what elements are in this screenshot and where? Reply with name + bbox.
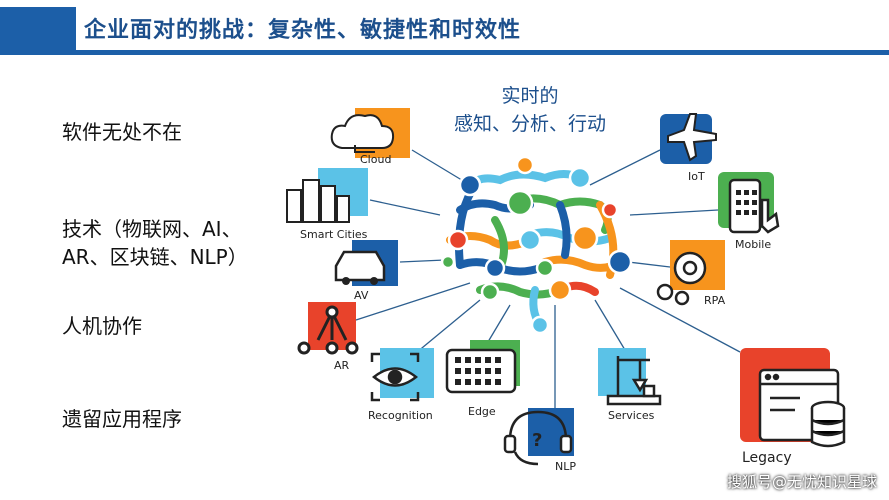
watermark: 搜狐号@无忧知识星球	[726, 473, 877, 491]
left-item-software: 软件无处不在	[62, 118, 182, 146]
caption-line: 实时的	[501, 85, 559, 107]
icon-label: Smart Cities	[300, 228, 368, 241]
icon-label: Mobile	[735, 238, 771, 251]
car-icon	[334, 250, 386, 282]
recognition-tile: Recognition	[368, 348, 434, 422]
page-title: 企业面对的挑战：复杂性、敏捷性和时效性	[84, 18, 522, 43]
mobile-tile: Mobile	[718, 172, 780, 251]
icon-label: Cloud	[360, 153, 391, 166]
airplane-icon	[667, 113, 717, 162]
network-icon	[297, 305, 359, 355]
left-item-line: 技术（物联网、AI、	[62, 217, 242, 241]
icon-label: AV	[354, 289, 369, 302]
left-item-line: 人机协作	[62, 314, 142, 338]
header: 企业面对的挑战：复杂性、敏捷性和时效性	[0, 0, 889, 60]
icon-label: NLP	[555, 460, 576, 473]
icon-label: Recognition	[368, 409, 433, 422]
header-rule	[0, 50, 889, 55]
nlp-tile: ? NLP	[503, 408, 576, 473]
rpa-tile: RPA	[656, 240, 726, 307]
city-icon	[286, 179, 350, 223]
left-item-line: 软件无处不在	[62, 120, 182, 144]
icon-label: RPA	[704, 294, 726, 307]
brain-network-icon	[440, 155, 633, 335]
database-icon	[758, 368, 846, 448]
gear-icon	[656, 251, 707, 306]
icon-label: Legacy	[742, 450, 792, 466]
icon-label: Edge	[468, 405, 496, 418]
ar-tile: AR	[297, 302, 359, 372]
eye-icon	[370, 352, 420, 402]
iot-tile: IoT	[660, 113, 717, 183]
robot-arm-icon	[606, 356, 662, 406]
cloud-icon	[330, 114, 395, 149]
smart-cities-tile: Smart Cities	[286, 168, 368, 241]
edge-tile: Edge	[445, 340, 520, 418]
caption-line: 感知、分析、行动	[453, 113, 606, 135]
legacy-tile: Legacy	[740, 348, 846, 466]
av-tile: AV	[334, 240, 398, 302]
icon-label: IoT	[688, 170, 705, 183]
mobile-icon	[728, 178, 780, 234]
left-item-legacy: 遗留应用程序	[62, 405, 182, 433]
headset-icon: ?	[503, 410, 573, 466]
left-item-line: AR、区块链、NLP）	[62, 245, 248, 269]
icon-label: AR	[334, 359, 350, 372]
services-tile: Services	[598, 348, 662, 422]
center-caption: 实时的 感知、分析、行动	[430, 82, 630, 138]
header-accent	[0, 7, 76, 51]
svg-text:?: ?	[532, 430, 542, 451]
left-item-technology: 技术（物联网、AI、 AR、区块链、NLP）	[62, 215, 248, 271]
icon-label: Services	[608, 409, 655, 422]
left-item-collaboration: 人机协作	[62, 312, 142, 340]
left-item-line: 遗留应用程序	[62, 407, 182, 431]
chip-icon	[445, 348, 517, 394]
cloud-tile: Cloud	[330, 108, 410, 166]
